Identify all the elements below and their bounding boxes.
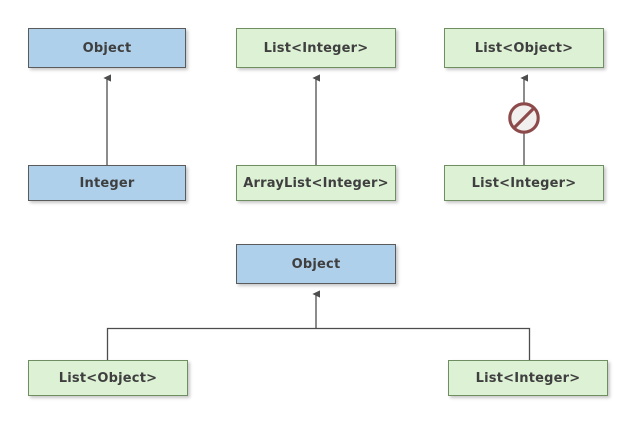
node-list-integer-right[interactable]: List<Integer> <box>444 165 604 201</box>
node-list-object-bottom[interactable]: List<Object> <box>28 360 188 396</box>
node-label: List<Integer> <box>263 40 369 56</box>
node-label: Object <box>291 256 341 272</box>
node-label: List<Integer> <box>475 370 581 386</box>
node-integer[interactable]: Integer <box>28 165 186 201</box>
node-label: Object <box>82 40 132 56</box>
node-label: Integer <box>79 175 135 191</box>
node-list-integer-top[interactable]: List<Integer> <box>236 28 396 68</box>
node-list-object-top[interactable]: List<Object> <box>444 28 604 68</box>
node-label: List<Integer> <box>471 175 577 191</box>
node-object-bottom[interactable]: Object <box>236 244 396 284</box>
node-list-integer-bottom[interactable]: List<Integer> <box>448 360 608 396</box>
node-label: ArrayList<Integer> <box>243 175 389 191</box>
node-label: List<Object> <box>474 40 574 56</box>
no-entry-icon <box>508 102 540 134</box>
node-label: List<Object> <box>58 370 158 386</box>
edge-list-integer-to-object <box>316 327 531 360</box>
node-object-top-left[interactable]: Object <box>28 28 186 68</box>
node-arraylist-integer[interactable]: ArrayList<Integer> <box>236 165 396 201</box>
edge-list-object-to-object <box>106 327 316 360</box>
